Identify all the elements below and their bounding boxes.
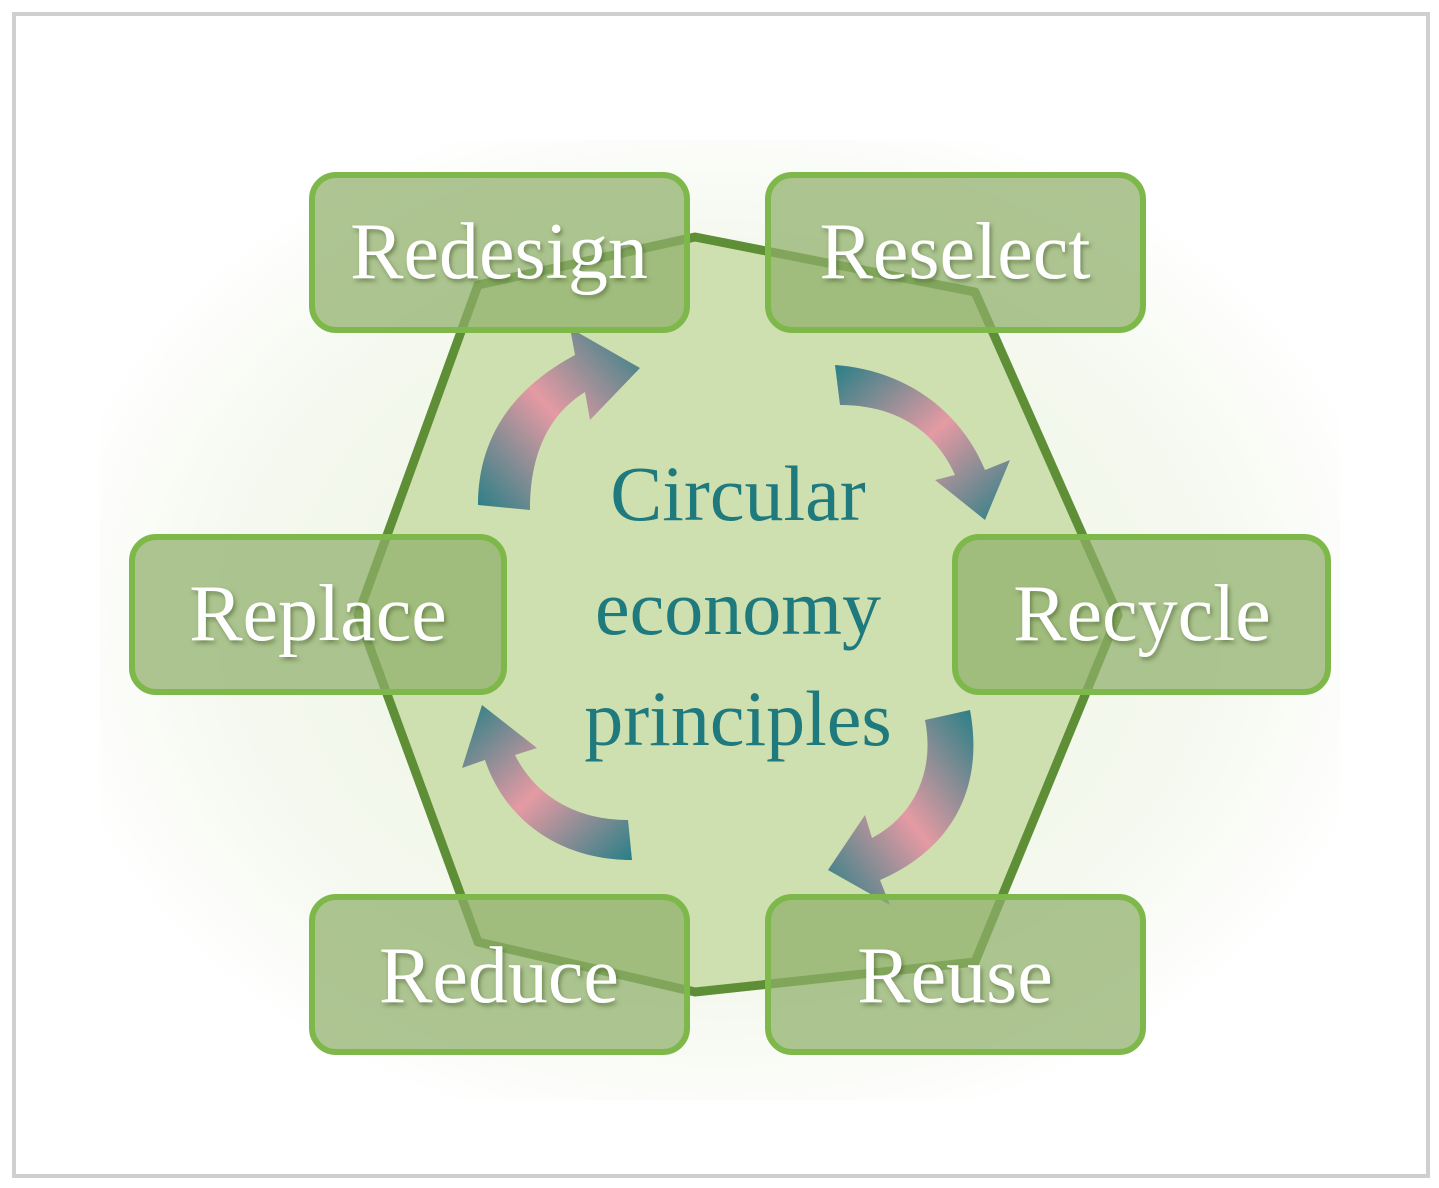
box-label-redesign: Redesign <box>350 208 648 296</box>
box-reuse: Reuse <box>765 894 1146 1055</box>
box-label-replace: Replace <box>189 570 447 658</box>
box-reselect: Reselect <box>765 172 1146 333</box>
center-title-line-2: economy <box>595 564 881 651</box>
center-title-line-3: principles <box>584 675 892 762</box>
box-redesign: Redesign <box>309 172 690 333</box>
center-title-line-1: Circular <box>610 450 866 537</box>
curved-arrow-icon <box>835 365 1010 520</box>
curved-arrow-icon <box>828 710 974 905</box>
box-recycle: Recycle <box>952 534 1331 695</box>
box-label-recycle: Recycle <box>1013 570 1271 658</box>
box-reduce: Reduce <box>309 894 690 1055</box>
box-label-reduce: Reduce <box>379 932 619 1020</box>
box-replace: Replace <box>129 534 507 695</box>
box-label-reuse: Reuse <box>857 932 1053 1020</box>
center-title: Circular economy principles <box>584 450 892 762</box>
curved-arrow-icon <box>478 328 640 510</box>
box-label-reselect: Reselect <box>820 208 1091 296</box>
curved-arrow-icon <box>462 705 632 860</box>
